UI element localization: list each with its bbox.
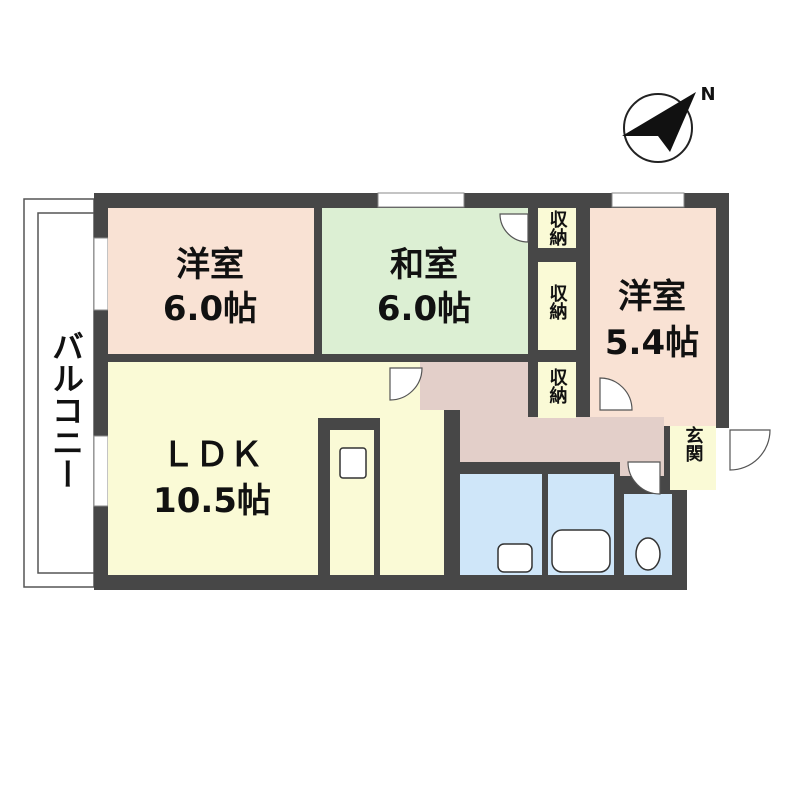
storage-1 — [538, 208, 576, 248]
balcony-label: バルコニー — [47, 330, 85, 490]
compass-north-label: N — [700, 84, 715, 105]
washbasin — [497, 543, 533, 573]
western-room-2-size: 5.4帖 — [605, 323, 699, 363]
compass: N — [622, 84, 716, 163]
window-north-2 — [611, 192, 685, 208]
windows — [93, 192, 685, 507]
western-room-1-size: 6.0帖 — [163, 289, 257, 329]
north-arrow-icon — [622, 92, 696, 152]
door-western-2 — [599, 377, 633, 411]
door-japanese — [499, 213, 529, 243]
door-toilet — [627, 461, 661, 495]
room-labels: 洋室 6.0帖 和室 6.0帖 洋室 5.4帖 ＬＤＫ 10.5帖 収納 収納 … — [153, 210, 703, 521]
balcony: バルコニー — [23, 198, 95, 588]
door-entrance — [729, 429, 771, 471]
western-room-1-name: 洋室 — [176, 245, 244, 285]
kitchen-sink — [339, 447, 367, 479]
japanese-room-name: 和室 — [390, 245, 458, 285]
hallway — [420, 362, 664, 476]
entrance-label: 玄関 — [683, 425, 704, 462]
storage-2-label: 収納 — [547, 284, 568, 320]
storage-3 — [538, 362, 576, 418]
japanese-room — [322, 208, 528, 354]
window-west-1 — [93, 237, 109, 311]
entrance — [670, 426, 716, 490]
western-room-1 — [108, 208, 314, 354]
storage-1-label: 収納 — [547, 210, 568, 246]
window-west-2 — [93, 435, 109, 507]
storage-3-label: 収納 — [547, 368, 568, 404]
western-room-2 — [590, 208, 716, 426]
fixtures — [339, 447, 661, 573]
western-room-2-name: 洋室 — [618, 277, 686, 317]
japanese-room-size: 6.0帖 — [377, 289, 471, 329]
toilet-bowl — [635, 537, 661, 571]
ldk-name: ＬＤＫ — [161, 435, 263, 475]
ldk-size: 10.5帖 — [153, 481, 271, 521]
door-ldk — [389, 367, 423, 401]
window-north-1 — [377, 192, 465, 208]
doors — [389, 213, 771, 495]
rooms — [108, 208, 716, 575]
storage-2 — [538, 262, 576, 350]
bathtub — [551, 529, 611, 573]
